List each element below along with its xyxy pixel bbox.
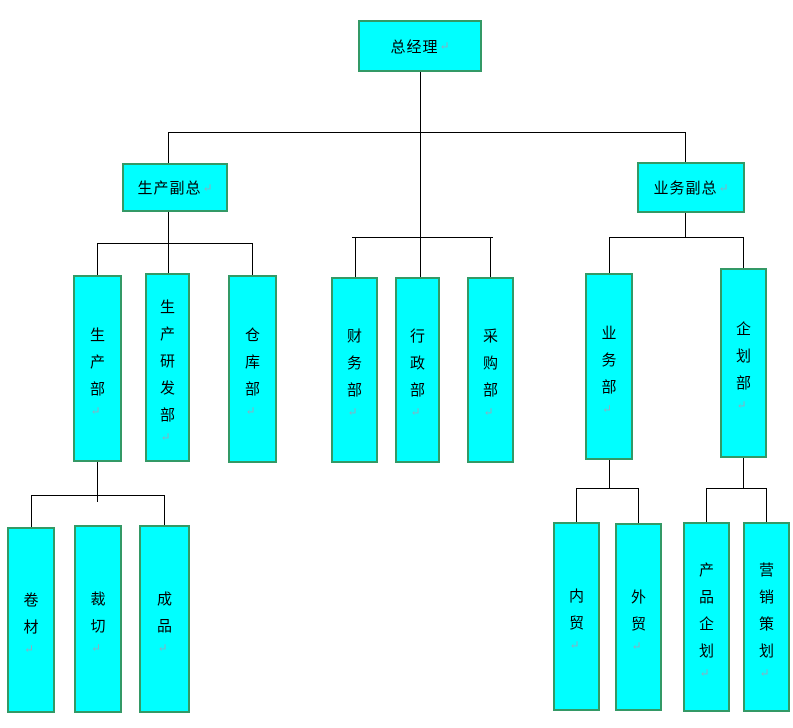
node-label: 外贸 — [630, 587, 646, 633]
return-mark-icon: ↵ — [759, 665, 770, 680]
org-node-production-vp[interactable]: 生产副总 ↵ — [122, 163, 228, 212]
connector-to-foreign-trade — [638, 488, 639, 523]
connector-business-vp-spine — [685, 213, 686, 237]
connector-to-business-vp — [685, 132, 686, 162]
connector-to-marketing-planning — [766, 488, 767, 522]
node-label: 财务部 — [346, 327, 362, 399]
node-label: 仓库部 — [244, 326, 260, 398]
node-label: 裁切 — [90, 589, 106, 635]
connector-to-product-planning — [706, 488, 707, 522]
return-mark-icon: ↵ — [699, 665, 710, 680]
return-mark-icon: ↵ — [90, 403, 101, 418]
org-node-general-manager[interactable]: 总经理 ↵ — [358, 20, 482, 72]
return-mark-icon: ↵ — [347, 405, 358, 419]
connector-to-finance-dept — [355, 237, 356, 277]
connector-to-warehouse-dept — [252, 243, 253, 275]
org-node-business-vp[interactable]: 业务副总 ↵ — [637, 162, 745, 213]
connector-planning-sub-rail — [706, 488, 766, 489]
connector-to-purchasing-dept — [490, 237, 491, 277]
return-mark-icon: ↵ — [245, 404, 256, 418]
org-node-finished-goods[interactable]: 成品 ↵ — [139, 525, 190, 713]
org-node-production-rd-dept[interactable]: 生产研发部 ↵ — [145, 273, 190, 462]
node-label: 生产部 — [89, 325, 105, 398]
node-label: 总经理 — [390, 37, 439, 56]
org-node-finance-dept[interactable]: 财务部 ↵ — [331, 277, 378, 463]
return-mark-icon: ↵ — [736, 398, 747, 412]
connector-production-rail — [97, 243, 253, 244]
node-label: 业务部 — [601, 323, 617, 396]
node-label: 营销策划 — [758, 560, 774, 660]
connector-to-coil-material — [31, 495, 32, 527]
connector-business-dept-spine — [609, 460, 610, 488]
org-node-cutting[interactable]: 裁切 ↵ — [74, 525, 122, 713]
connector-to-business-dept — [609, 237, 610, 273]
node-label: 生产研发部 — [159, 297, 175, 424]
return-mark-icon: ↵ — [410, 405, 421, 419]
connector-trade-rail — [576, 488, 638, 489]
connector-to-finished-goods — [164, 495, 165, 525]
connector-business-rail — [609, 237, 743, 238]
connector-to-domestic-trade — [576, 488, 577, 522]
node-label: 生产副总 — [137, 179, 202, 197]
org-node-coil-material[interactable]: 卷材 ↵ — [7, 527, 55, 713]
return-mark-icon: ↵ — [718, 180, 729, 195]
node-label: 行政部 — [409, 327, 425, 399]
org-node-product-planning[interactable]: 产品企划 ↵ — [683, 522, 730, 712]
return-mark-icon: ↵ — [90, 640, 102, 655]
node-label: 产品企划 — [698, 560, 714, 660]
return-mark-icon: ↵ — [439, 39, 450, 53]
return-mark-icon: ↵ — [202, 180, 213, 195]
return-mark-icon: ↵ — [601, 401, 613, 416]
node-label: 卷材 — [23, 590, 39, 636]
org-node-planning-dept[interactable]: 企划部 ↵ — [720, 268, 767, 458]
org-node-domestic-trade[interactable]: 内贸 ↵ — [553, 522, 600, 711]
return-mark-icon: ↵ — [631, 638, 642, 653]
return-mark-icon: ↵ — [569, 638, 580, 652]
connector-to-production-dept — [97, 243, 98, 275]
connector-hq-depts-rail — [352, 237, 493, 238]
org-node-purchasing-dept[interactable]: 采购部 ↵ — [467, 277, 514, 463]
return-mark-icon: ↵ — [23, 641, 35, 656]
org-node-business-dept[interactable]: 业务部 ↵ — [585, 273, 633, 460]
connector-level2-rail — [168, 132, 685, 133]
node-label: 企划部 — [735, 320, 751, 392]
org-node-admin-dept[interactable]: 行政部 ↵ — [395, 277, 440, 463]
connector-planning-dept-spine — [743, 458, 744, 488]
connector-stub-cutting — [97, 495, 98, 502]
connector-to-production-vp — [168, 132, 169, 163]
return-mark-icon: ↵ — [160, 429, 171, 444]
connector-production-dept-spine — [97, 462, 98, 495]
org-node-foreign-trade[interactable]: 外贸 ↵ — [615, 523, 662, 711]
node-label: 内贸 — [568, 587, 584, 632]
return-mark-icon: ↵ — [157, 640, 168, 655]
org-node-warehouse-dept[interactable]: 仓库部 ↵ — [228, 275, 277, 463]
org-node-marketing-planning[interactable]: 营销策划 ↵ — [743, 522, 790, 712]
node-label: 成品 — [156, 589, 172, 635]
node-label: 业务副总 — [653, 179, 718, 197]
return-mark-icon: ↵ — [483, 405, 494, 419]
node-label: 采购部 — [482, 327, 498, 399]
connector-to-planning-dept — [743, 237, 744, 268]
connector-root-spine — [420, 72, 421, 277]
org-node-production-dept[interactable]: 生产部 ↵ — [73, 275, 122, 462]
